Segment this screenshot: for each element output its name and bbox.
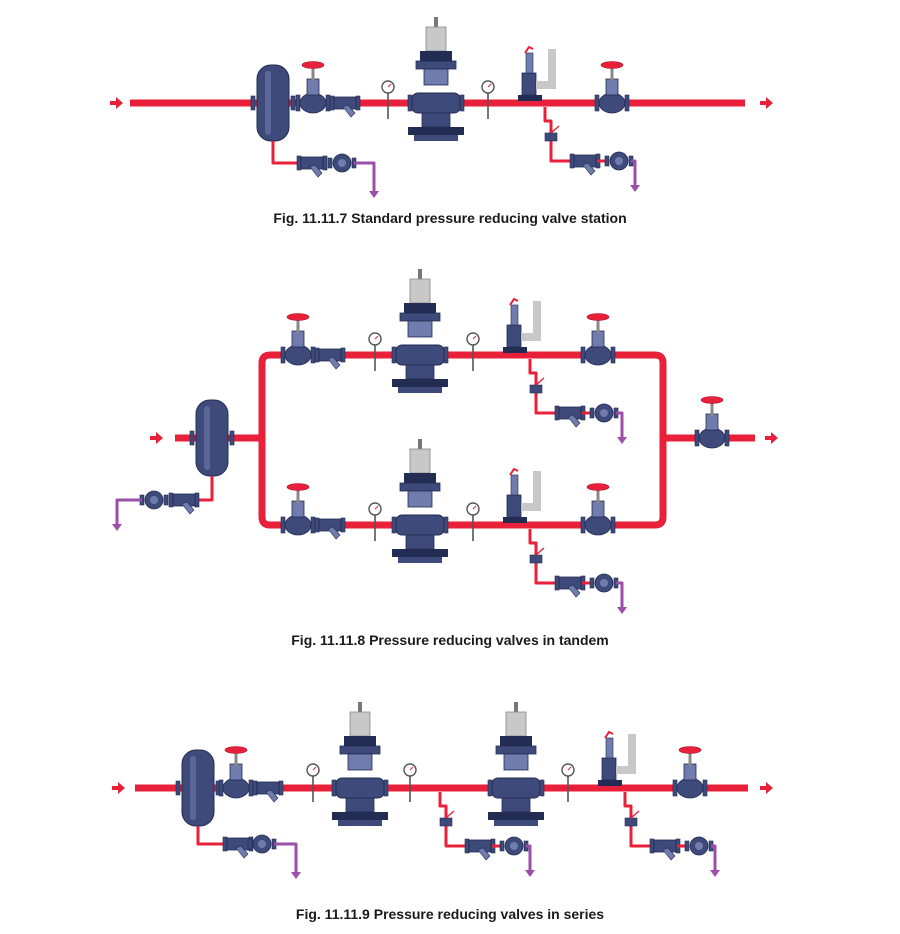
- isolation-valve-icon: [624, 810, 640, 827]
- globe-valve-icon: [694, 396, 730, 449]
- strainer-icon: [314, 347, 346, 370]
- globe-valve-icon: [280, 313, 316, 366]
- globe-valve-icon: [280, 483, 316, 536]
- separator-icon: [175, 749, 221, 827]
- safety-valve-icon: [503, 297, 541, 353]
- strainer-icon: [314, 517, 346, 540]
- drain-pipe: [196, 476, 214, 502]
- diagram-standard-prv-station: [110, 17, 773, 198]
- flow-arrow-icon: [760, 782, 773, 794]
- flow-arrow-icon: [369, 191, 379, 198]
- condensate-pipe: [616, 581, 624, 607]
- drain-pipe: [528, 359, 560, 415]
- globe-valve-icon: [594, 61, 630, 114]
- caption-fig-11-11-9: Fig. 11.11.9 Pressure reducing valves in…: [295, 906, 605, 922]
- separator-icon: [189, 399, 235, 477]
- diagram-prv-series: [112, 702, 773, 879]
- steam-trap-icon: [589, 403, 619, 423]
- strainer-icon: [168, 492, 200, 515]
- steam-trap-icon: [499, 836, 529, 856]
- diagram-prv-tandem: [112, 269, 778, 614]
- condensate-pipe: [354, 161, 376, 191]
- isolation-valve-icon: [439, 810, 455, 827]
- pressure-reducing-valve-icon: [391, 439, 449, 563]
- pressure-gauge-icon: [403, 763, 417, 802]
- condensate-pipe: [711, 844, 717, 870]
- flow-arrow-icon: [291, 872, 301, 879]
- flow-arrow-icon: [765, 432, 778, 444]
- strainer-icon: [554, 405, 586, 428]
- isolation-valve-icon: [529, 547, 545, 564]
- flow-arrow-icon: [710, 870, 720, 877]
- globe-valve-icon: [218, 746, 254, 799]
- flow-arrow-icon: [150, 432, 163, 444]
- drain-pipe: [543, 107, 575, 163]
- pressure-gauge-icon: [368, 502, 382, 541]
- drain-pipe: [528, 529, 560, 585]
- safety-valve-icon: [503, 467, 541, 523]
- figure-prv-series: Fig. 11.11.9 Pressure reducing valves in…: [0, 690, 900, 930]
- steam-trap-icon: [139, 490, 169, 510]
- steam-trap-icon: [604, 151, 634, 171]
- strainer-icon: [329, 95, 361, 118]
- steam-trap-icon: [589, 573, 619, 593]
- flow-arrow-icon: [617, 607, 627, 614]
- flow-arrow-icon: [112, 524, 122, 531]
- pressure-gauge-icon: [381, 80, 395, 119]
- figure-standard-prv-station: Fig. 11.11.7 Standard pressure reducing …: [0, 0, 900, 230]
- drain-pipe: [271, 141, 300, 165]
- strainer-icon: [464, 838, 496, 861]
- pressure-gauge-icon: [368, 332, 382, 371]
- separator-icon: [250, 64, 296, 142]
- flow-arrow-icon: [630, 185, 640, 192]
- safety-valve-icon: [598, 730, 636, 786]
- pressure-reducing-valve-icon: [407, 17, 465, 141]
- pressure-gauge-icon: [466, 502, 480, 541]
- pressure-gauge-icon: [561, 763, 575, 802]
- flow-arrow-icon: [617, 437, 627, 444]
- caption-fig-11-11-8: Fig. 11.11.8 Pressure reducing valves in…: [291, 632, 609, 648]
- condensate-pipe: [526, 844, 532, 870]
- pressure-gauge-icon: [466, 332, 480, 371]
- globe-valve-icon: [580, 313, 616, 366]
- flow-arrow-icon: [760, 97, 773, 109]
- drain-pipe: [623, 792, 655, 848]
- pressure-gauge-icon: [306, 763, 320, 802]
- isolation-valve-icon: [529, 377, 545, 394]
- condensate-pipe: [616, 411, 624, 437]
- caption-fig-11-11-7: Fig. 11.11.7 Standard pressure reducing …: [273, 210, 627, 226]
- strainer-icon: [569, 153, 601, 176]
- pressure-reducing-valve-icon: [331, 702, 389, 826]
- isolation-valve-icon: [544, 125, 560, 142]
- drain-pipe: [196, 826, 230, 846]
- strainer-icon: [649, 838, 681, 861]
- figure-prv-tandem: Fig. 11.11.8 Pressure reducing valves in…: [0, 260, 900, 660]
- steam-trap-icon: [684, 836, 714, 856]
- globe-valve-icon: [672, 746, 708, 799]
- flow-arrow-icon: [110, 97, 123, 109]
- strainer-icon: [296, 155, 328, 178]
- condensate-pipe: [631, 159, 637, 185]
- pressure-reducing-valve-icon: [487, 702, 545, 826]
- pressure-gauge-icon: [481, 80, 495, 119]
- condensate-pipe: [115, 498, 142, 524]
- safety-valve-icon: [518, 45, 556, 101]
- steam-pipe: [258, 351, 667, 529]
- drain-pipe: [438, 792, 470, 848]
- flow-arrow-icon: [525, 870, 535, 877]
- steam-trap-icon: [327, 153, 357, 173]
- flow-arrow-icon: [112, 782, 125, 794]
- strainer-icon: [554, 575, 586, 598]
- globe-valve-icon: [295, 61, 331, 114]
- condensate-pipe: [274, 842, 298, 872]
- pressure-reducing-valve-icon: [391, 269, 449, 393]
- globe-valve-icon: [580, 483, 616, 536]
- strainer-icon: [252, 780, 284, 803]
